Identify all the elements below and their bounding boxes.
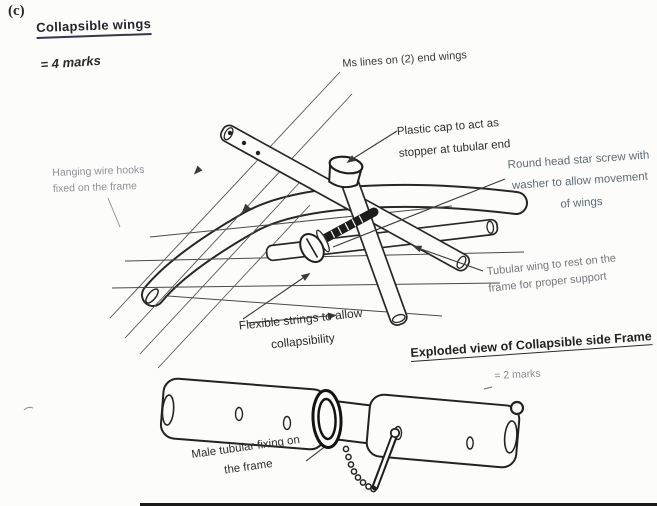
hanging-wire-lines [107, 71, 353, 369]
star-screw [299, 207, 379, 264]
tube-hole [234, 406, 244, 422]
pin-chain [342, 445, 377, 493]
female-ring [311, 389, 343, 449]
label-hanging-hooks: Hanging wire hooks fixed on the frame [52, 163, 145, 196]
arrow-icon [191, 165, 203, 177]
ms-line-holes [227, 130, 261, 156]
exploded-right-tube [365, 393, 521, 469]
page-title: Collapsible wings [36, 15, 152, 39]
scan-speck [483, 386, 493, 390]
end-loop [509, 400, 525, 416]
label-round-head-screw: Round head star screw with washer to all… [507, 149, 650, 211]
exploded-marks-annotation: = 2 marks [494, 367, 541, 382]
locking-pin [371, 427, 401, 491]
arrow-icon [301, 270, 313, 281]
section-marker: (c) [8, 3, 25, 19]
tube-hole [466, 436, 474, 450]
scan-edge [140, 503, 657, 506]
plastic-cap [328, 155, 364, 189]
leader-lines [242, 130, 506, 462]
frame-tube [141, 183, 528, 307]
tube-hole [282, 415, 292, 431]
scan-smudge [23, 406, 34, 411]
